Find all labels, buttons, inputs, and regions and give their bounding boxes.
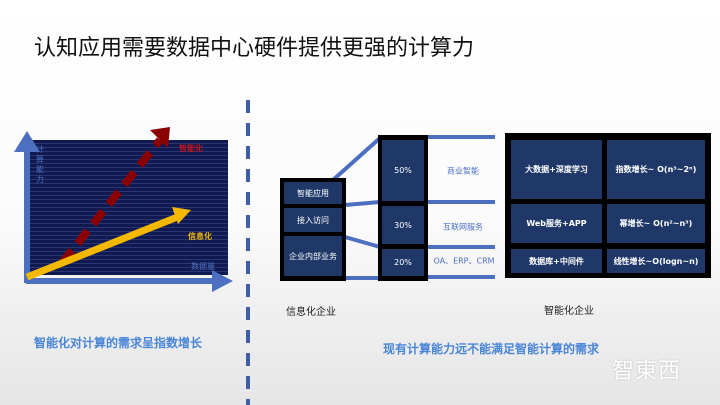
info-trend-arrow [25,212,182,281]
smart-trend-arrow [58,137,164,266]
page-title: 认知应用需要数据中心硬件提供更强的计算力 [34,36,475,61]
x-axis-label: 数据量 [191,262,215,271]
share-30: 30% [382,206,424,244]
smart-arrowhead [150,127,170,148]
bottom-caption: 现有计算能力远不能满足智能计算的需求 [383,342,600,356]
category-bi: 商业智能 [447,166,479,176]
category-oa-erp-crm: OA、ERP、CRM [433,256,495,266]
series-label-info: 信息化 [188,232,212,241]
y-axis-arrow [14,131,40,283]
series-label-smart: 智能化 [179,144,203,153]
layer-smart-app: 智能应用 [284,182,342,204]
share-50: 50% [382,140,424,201]
layer-internal-business: 企业内部业务 [284,236,342,276]
growth-power: 幂增长~ O(n²~n³) [607,204,705,243]
info-enterprise-caption: 信息化企业 [286,307,336,318]
workload-web: Web服务+APP [511,204,602,243]
smart-enterprise-caption: 智能化企业 [544,306,594,317]
category-internet: 互联网服务 [443,222,483,232]
layer-access: 接入访问 [284,208,342,232]
info-arrowhead [172,207,191,224]
watermark-logo: 智東西 [612,359,682,384]
workload-database: 数据库+中间件 [511,249,602,273]
workload-bigdata: 大数据+深度学习 [511,140,602,199]
growth-linear: 线性增长~O(logn~n) [607,249,705,273]
growth-caption: 智能化对计算的需求呈指数增长 [34,336,203,350]
connector-lines [331,135,495,280]
chart-plot-area [28,140,228,275]
y-axis-label: 计算能力 [36,145,44,184]
growth-exponential: 指数增长~ O(n³~2ⁿ) [607,140,705,199]
share-20: 20% [382,249,424,276]
x-axis-arrow [26,270,233,292]
